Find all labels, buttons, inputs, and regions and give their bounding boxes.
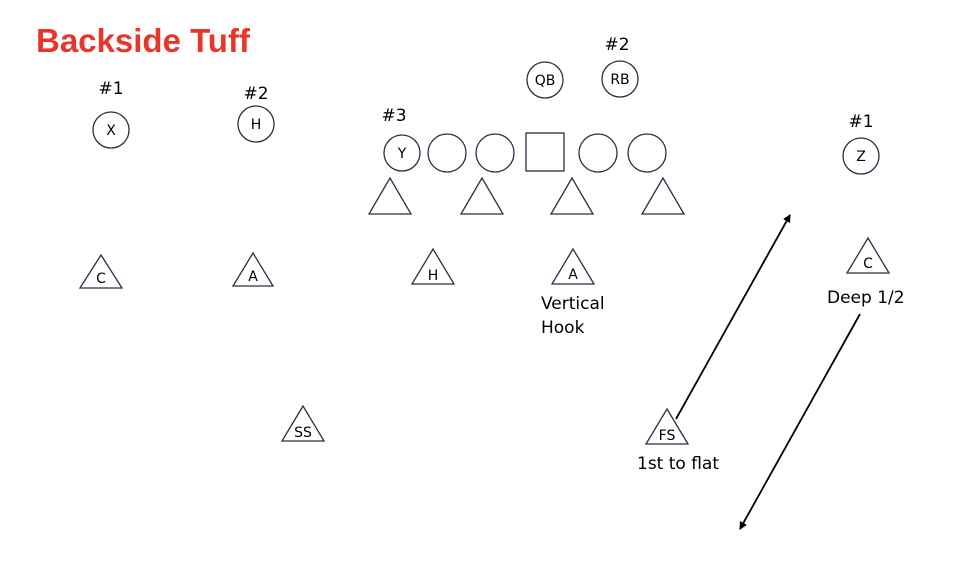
defender-free-safety: FS 1st to flat [637, 407, 719, 474]
defensive-tackle-left [459, 176, 505, 215]
player-x: #1 X [92, 79, 130, 149]
player-z-label: Z [856, 149, 866, 165]
defender-right-apex-label: A [568, 267, 578, 283]
defensive-end-right [640, 176, 686, 215]
player-x-label: X [106, 123, 116, 139]
player-y-label: Y [397, 146, 407, 162]
right-guard [578, 133, 618, 173]
free-safety-note: 1st to flat [637, 454, 719, 474]
defender-right-corner-label: C [863, 256, 873, 272]
offensive-line [427, 132, 667, 173]
page-title: Backside Tuff [36, 22, 251, 59]
defender-right-apex: A Vertical Hook [541, 247, 605, 338]
corner-deep-half-arrow [739, 313, 861, 530]
player-x-number: #1 [98, 79, 123, 99]
defensive-tackle-right [549, 176, 595, 215]
player-h: #2 H [237, 84, 275, 143]
player-z-number: #1 [848, 112, 873, 132]
player-z: #1 Z [842, 112, 880, 175]
defensive-end-left [367, 176, 413, 215]
defender-left-apex: A [231, 251, 275, 287]
right-corner-note: Deep 1/2 [827, 288, 905, 308]
player-h-number: #2 [243, 84, 268, 104]
right-tackle [627, 133, 667, 173]
right-apex-note-line2: Hook [541, 318, 585, 338]
left-guard [475, 133, 515, 173]
player-qb-label: QB [535, 73, 556, 89]
defender-free-safety-label: FS [659, 428, 676, 444]
defender-hook-h-label: H [428, 268, 439, 284]
player-rb-label: RB [610, 72, 629, 88]
defender-hook-h: H [410, 247, 456, 285]
defender-left-apex-label: A [248, 269, 258, 285]
defender-strong-safety: SS [280, 404, 326, 442]
defender-strong-safety-label: SS [294, 425, 312, 441]
defensive-front [367, 176, 686, 215]
defender-left-corner: C [78, 253, 124, 289]
player-y-number: #3 [381, 106, 406, 126]
left-tackle [427, 133, 467, 173]
player-rb: #2 RB [601, 35, 639, 98]
right-apex-note-line1: Vertical [541, 294, 605, 314]
defender-right-corner: C Deep 1/2 [827, 236, 905, 308]
player-y: #3 Y [381, 106, 421, 172]
free-safety-route-arrow [675, 214, 791, 420]
player-h-label: H [251, 117, 262, 133]
center [525, 132, 565, 172]
defender-left-corner-label: C [96, 271, 106, 287]
player-qb: QB [526, 61, 564, 99]
player-rb-number: #2 [604, 35, 629, 55]
